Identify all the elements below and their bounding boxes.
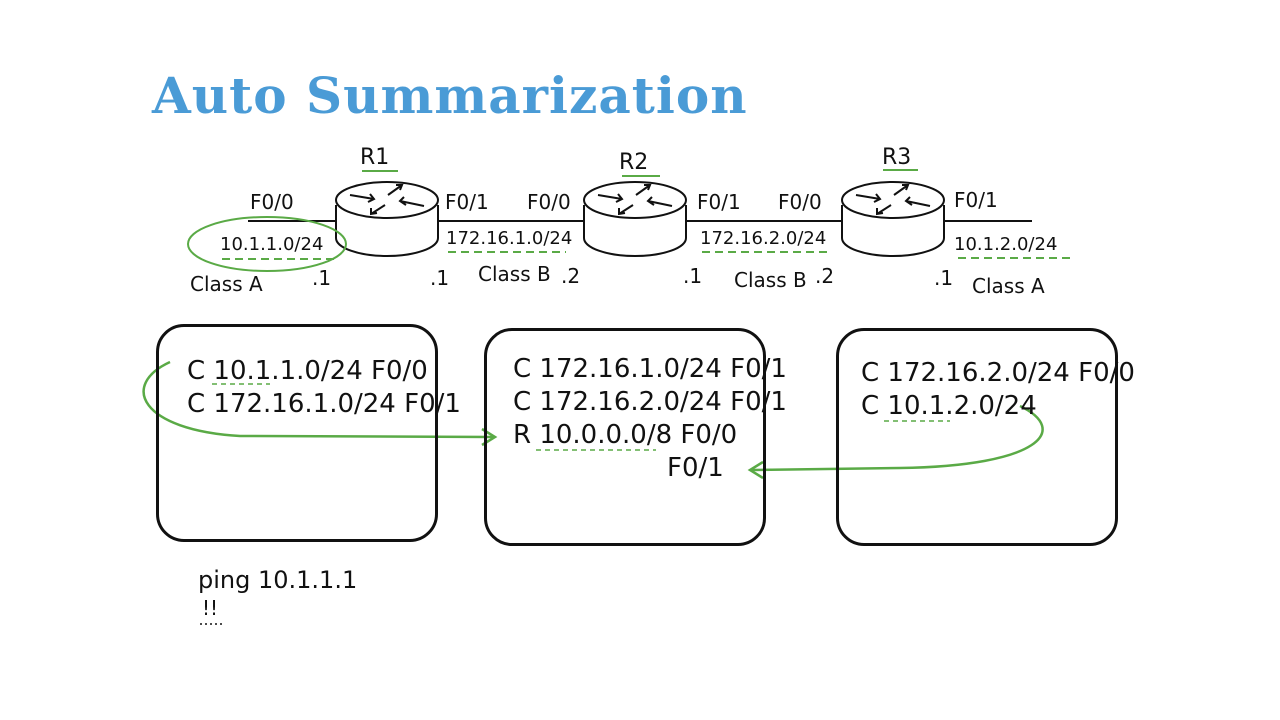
router-icon-r1 [335,181,439,257]
router-label-r3: R3 [882,145,912,170]
route-entry: R 10.0.0.0/8 F0/0 [513,420,738,450]
routing-table-r1: C 10.1.1.0/24 F0/0 C 172.16.1.0/24 F0/1 [156,324,461,542]
class-label-3: Class B [734,268,807,292]
route-entry: C 10.1.1.0/24 F0/0 [187,356,428,386]
ping-command: ping 10.1.1.1 [198,566,358,594]
r3-f00-label: F0/0 [778,190,822,214]
class-label-2: Class B [478,262,551,286]
route-entry: C 172.16.2.0/24 F0/0 [861,358,1135,388]
r3-f01-label: F0/1 [954,188,998,212]
host-id-r2-f01: .1 [683,264,703,288]
route-entry: C 172.16.1.0/24 F0/1 [187,389,461,419]
routing-table-r3: C 172.16.2.0/24 F0/0 C 10.1.2.0/24 [836,328,1135,546]
network-prefix-3: 172.16.2.0/24 [700,228,827,249]
router-label-r1: R1 [360,145,390,170]
class-label-1: Class A [190,272,263,296]
route-entry: C 10.1.2.0/24 [861,391,1037,421]
router-label-r2: R2 [619,150,649,175]
arrow-r3-to-r2-head [747,460,764,480]
ping-result: !! [202,596,219,620]
route-entry: F0/1 [667,453,724,483]
route-entry: C 172.16.2.0/24 F0/1 [513,387,787,417]
host-id-r2-f00: .2 [561,264,581,288]
highlight-ellipse [187,216,347,272]
arrow-r1-to-r2 [142,360,494,439]
route-entry: C 172.16.1.0/24 F0/1 [513,354,787,384]
host-id-r1-f01: .1 [430,266,450,290]
routing-table-r2: C 172.16.1.0/24 F0/1 C 172.16.2.0/24 F0/… [484,328,787,546]
class-label-4: Class A [972,274,1045,298]
network-prefix-2: 172.16.1.0/24 [446,228,573,249]
r2-f00-label: F0/0 [527,190,571,214]
host-id-r3-f01: .1 [934,266,954,290]
r2-f01-label: F0/1 [697,190,741,214]
router-icon-r2 [583,181,687,257]
arrow-r3-to-r2 [751,404,1044,472]
r1-f00-label: F0/0 [250,190,294,214]
r1-f01-label: F0/1 [445,190,489,214]
host-id-r3-f00: .2 [815,264,835,288]
page-title: Auto Summarization [152,66,748,125]
router-icon-r3 [841,181,945,257]
host-id-r1-f00: .1 [312,266,332,290]
network-prefix-1: 10.1.1.0/24 [220,234,324,255]
network-prefix-4: 10.1.2.0/24 [954,234,1058,255]
